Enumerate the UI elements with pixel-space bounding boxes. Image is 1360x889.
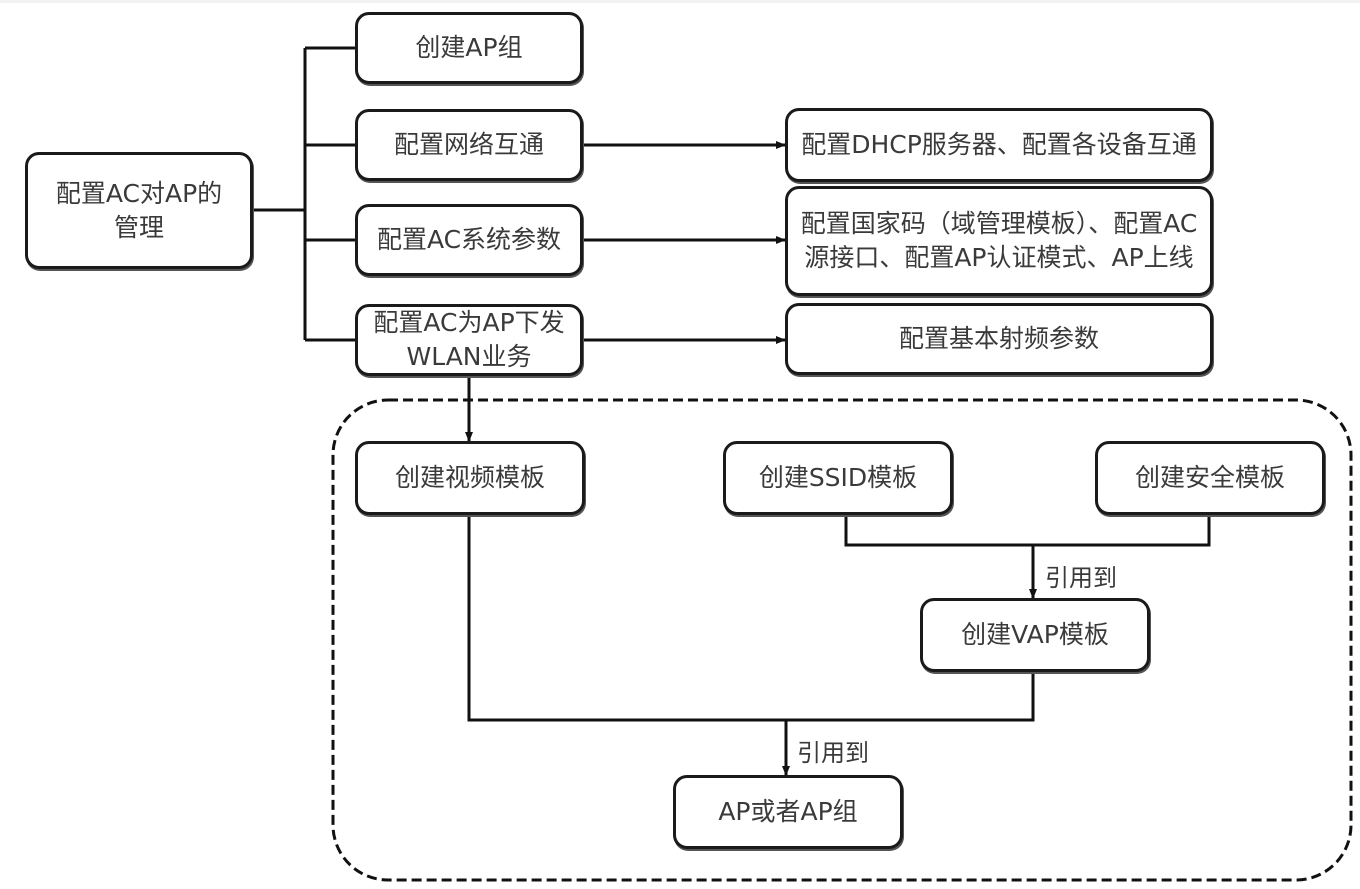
detail-label: 配置DHCP服务器、配置各设备互通: [801, 130, 1197, 159]
step-node-create-ap-group: 创建AP组: [355, 12, 583, 84]
template-label: 创建SSID模板: [758, 463, 918, 492]
root-node-label: 配置AC对AP的管理: [55, 178, 223, 242]
detail-node-country-code: 配置国家码（域管理模板）、配置AC源接口、配置AP认证模式、AP上线: [785, 186, 1213, 296]
detail-node-radio-params: 配置基本射频参数: [785, 303, 1213, 375]
detail-node-dhcp: 配置DHCP服务器、配置各设备互通: [785, 108, 1213, 182]
template-node-security: 创建安全模板: [1095, 441, 1325, 515]
step-node-ac-system-params: 配置AC系统参数: [355, 204, 583, 276]
target-label: AP或者AP组: [718, 797, 858, 826]
step-label: 配置AC系统参数: [376, 225, 562, 254]
edge-video-vap-merge: [467, 515, 1035, 722]
template-label: 创建VAP模板: [961, 620, 1109, 649]
template-node-vap: 创建VAP模板: [920, 598, 1150, 672]
template-label: 创建视频模板: [394, 463, 545, 492]
top-strip: [0, 0, 1360, 3]
step-label: 配置AC为AP下发WLAN业务: [373, 308, 565, 371]
reference-label-target: 引用到: [797, 739, 869, 767]
edge-ssid-security-merge: [844, 515, 1211, 547]
step-node-wlan-service: 配置AC为AP下发WLAN业务: [355, 304, 583, 376]
template-label: 创建安全模板: [1134, 463, 1285, 492]
target-node-ap-or-group: AP或者AP组: [673, 775, 903, 849]
step-node-network-interconnect: 配置网络互通: [355, 109, 583, 181]
step-label: 配置网络互通: [393, 130, 544, 159]
reference-label-vap: 引用到: [1045, 564, 1117, 592]
detail-label: 配置基本射频参数: [898, 324, 1099, 353]
detail-label: 配置国家码（域管理模板）、配置AC源接口、配置AP认证模式、AP上线: [800, 209, 1198, 272]
template-node-video: 创建视频模板: [355, 441, 585, 515]
root-node: 配置AC对AP的管理: [25, 152, 253, 269]
step-label: 创建AP组: [415, 33, 523, 62]
template-node-ssid: 创建SSID模板: [723, 441, 953, 515]
wlan-template-group: [331, 398, 1353, 882]
